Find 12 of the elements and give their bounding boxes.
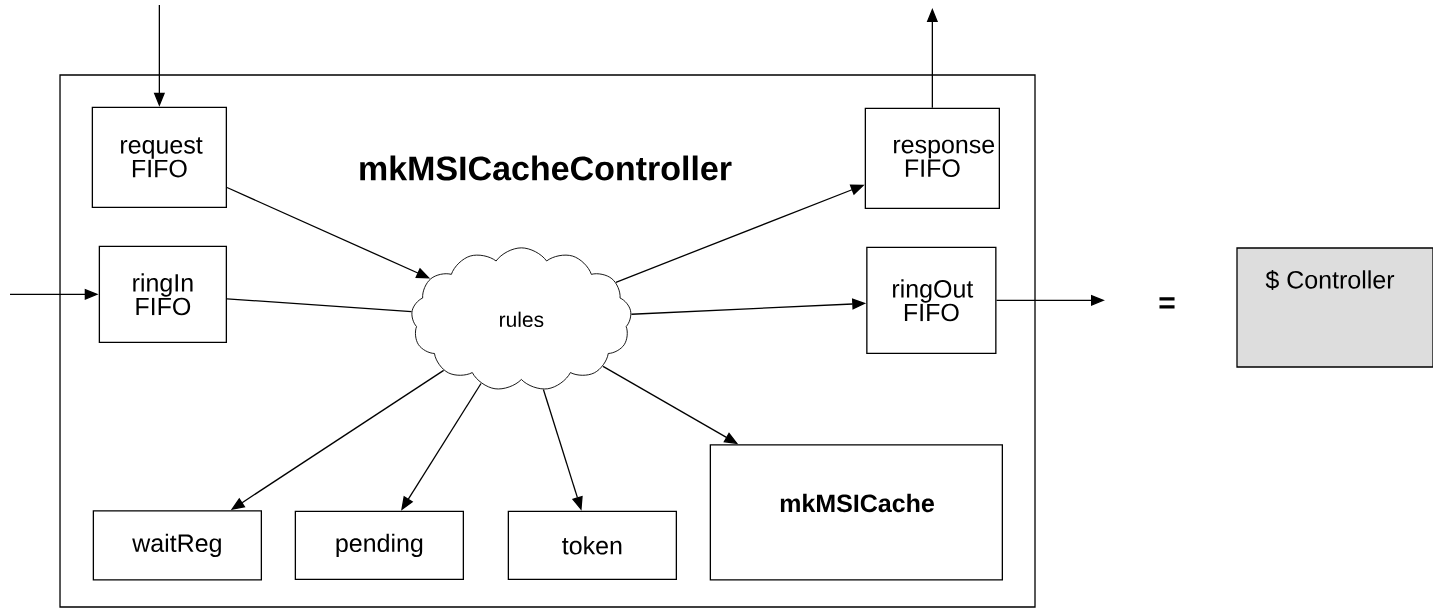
fifo-box: response FIFO [864, 107, 1000, 209]
register-box: token [507, 510, 677, 580]
fifo-box: ringIn FIFO [98, 245, 227, 343]
rules-cloud: rules [411, 247, 632, 390]
register-box: pending [294, 510, 464, 580]
container-title: mkMSICacheController [360, 155, 732, 181]
register-box: waitReg [92, 510, 262, 581]
fifo-box: request FIFO [91, 106, 227, 208]
equals-sign: = [1159, 297, 1175, 309]
module-box: mkMSICache [709, 444, 1003, 581]
fifo-box: ringOut FIFO [866, 246, 997, 354]
module-box: $ Controller [1236, 247, 1433, 368]
